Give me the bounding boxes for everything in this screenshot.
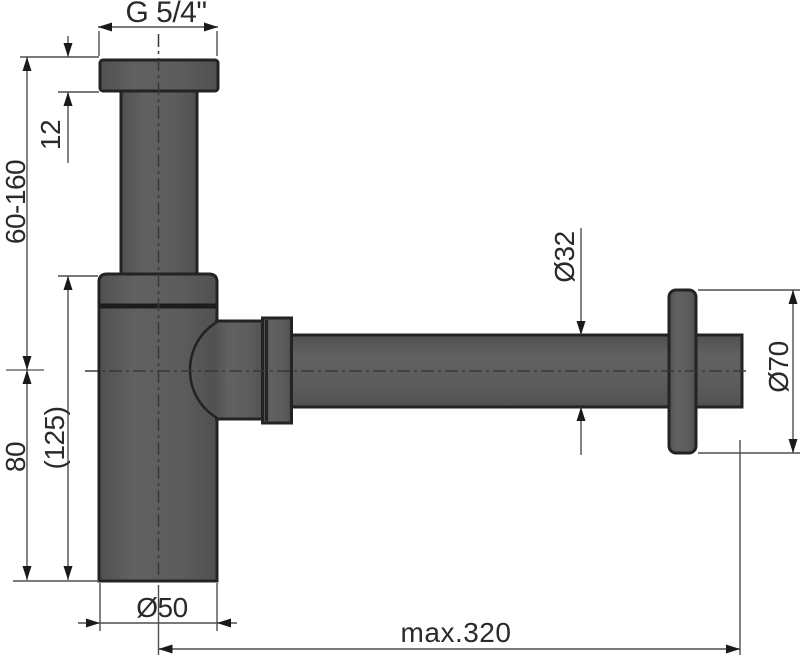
lower-height-label: 80 — [0, 442, 31, 472]
arrowhead — [788, 439, 798, 453]
outlet-horn — [213, 322, 266, 418]
siphon-part — [97, 58, 744, 583]
arrowhead — [726, 644, 740, 654]
max-length-label: max.320 — [401, 617, 512, 648]
inlet-tube — [119, 60, 199, 277]
arrowhead — [63, 92, 73, 106]
arrowhead — [22, 57, 32, 71]
dim-body-diameter: Ø50 — [78, 583, 237, 631]
arrowhead — [22, 356, 32, 370]
arrowhead — [576, 407, 586, 421]
arrowhead — [63, 43, 73, 57]
centerlines — [6, 34, 746, 581]
arrowhead — [158, 644, 173, 654]
dim-thread: G 5/4" — [98, 0, 218, 56]
arrowhead — [22, 566, 32, 580]
dim-body-height: (125) — [39, 275, 98, 580]
dim-pipe-diameter: Ø32 — [549, 228, 586, 455]
dim-height-range: 60-160 — [0, 56, 99, 370]
rosette-diameter-label: Ø70 — [763, 341, 794, 392]
body-height-label: (125) — [39, 407, 70, 470]
thread-label: G 5/4" — [125, 0, 206, 29]
arrowhead — [217, 618, 231, 628]
dim-lower-height: 80 — [0, 370, 99, 582]
arrowhead — [98, 22, 112, 32]
arrowhead — [788, 290, 798, 304]
outlet-body-intersection-curve — [188, 320, 218, 420]
body-diameter-label: Ø50 — [136, 592, 187, 623]
arrowhead — [63, 276, 73, 290]
arrowhead — [576, 321, 586, 335]
arrowhead — [63, 566, 73, 580]
arrowhead — [86, 618, 100, 628]
height-range-label: 60-160 — [0, 160, 31, 244]
dim-max-length: max.320 — [157, 440, 741, 655]
arrowhead — [204, 22, 218, 32]
dim-nut-height: 12 — [35, 36, 99, 163]
arrowhead — [22, 370, 32, 384]
nut-height-label: 12 — [35, 120, 66, 150]
pipe-diameter-label: Ø32 — [549, 231, 580, 282]
dim-rosette-diameter: Ø70 — [698, 289, 800, 454]
